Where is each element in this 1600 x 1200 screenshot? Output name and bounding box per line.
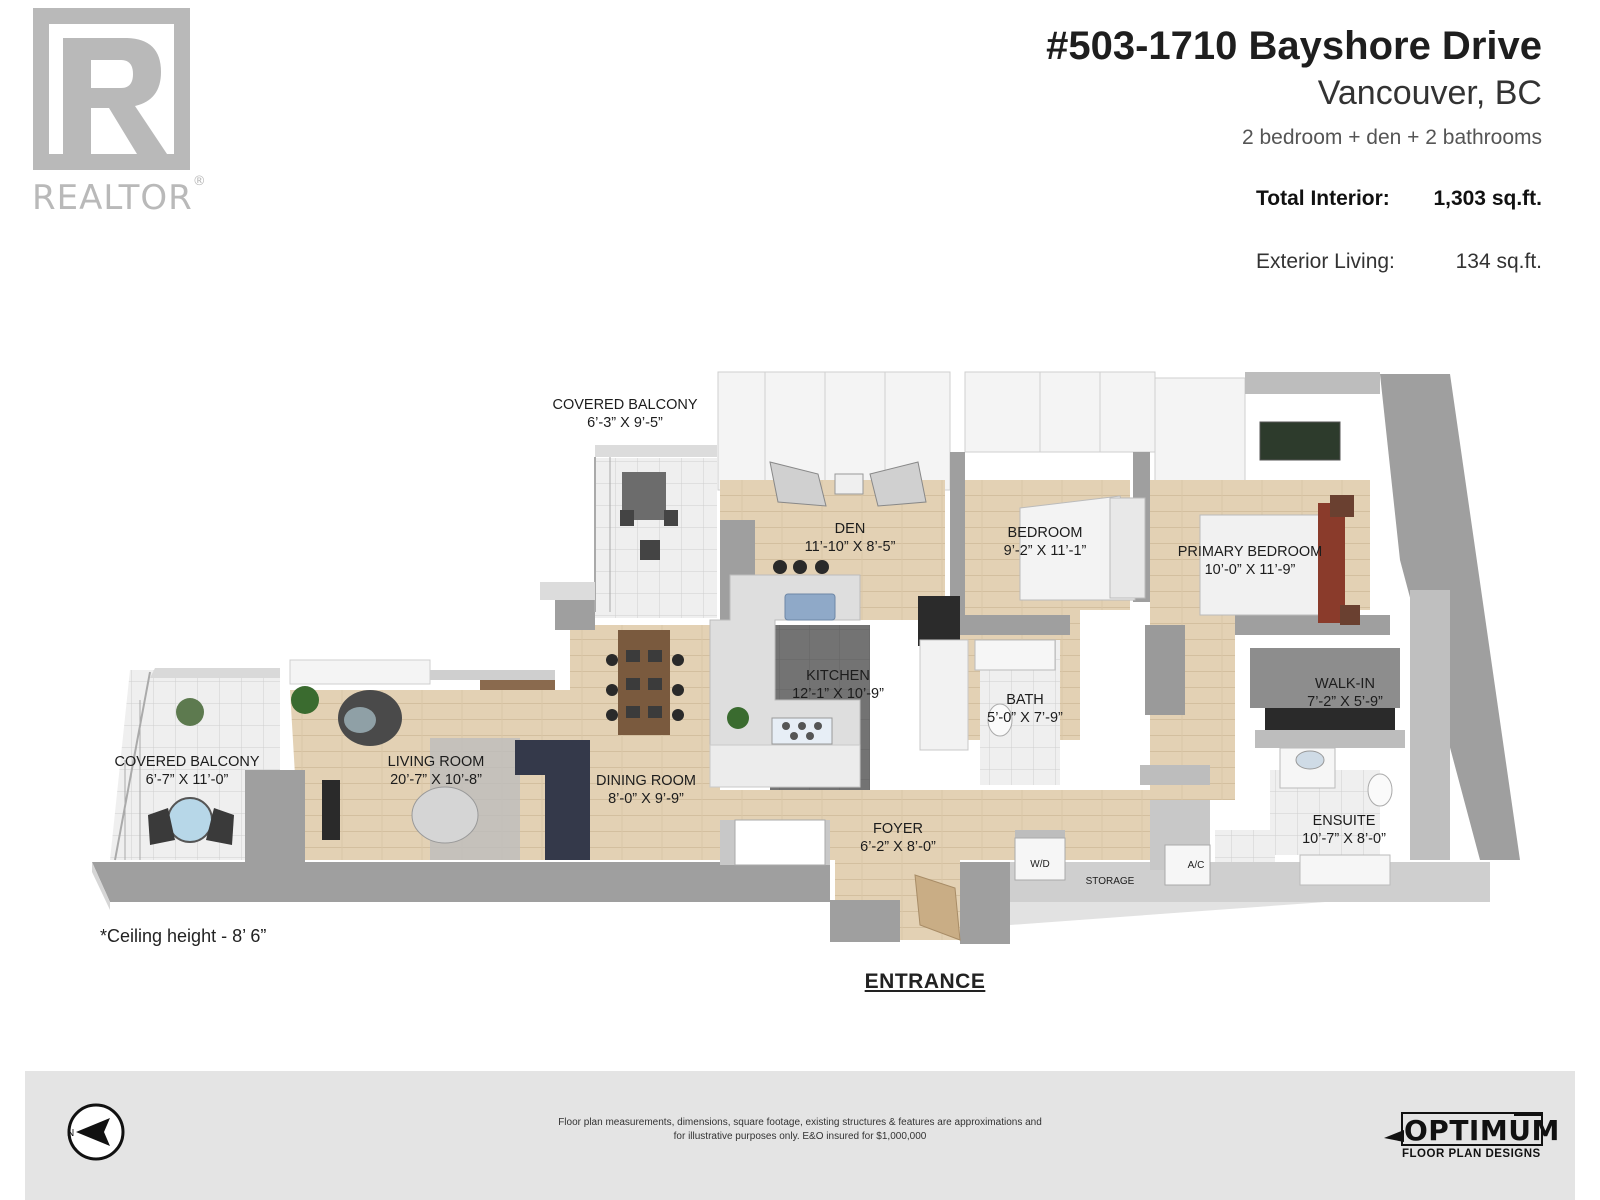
room-dims: 6’-7” X 11’-0” (145, 772, 229, 788)
room-label-den: DEN 11’-10” X 8’-5” (805, 520, 896, 556)
den-furniture (769, 461, 927, 507)
room-name: FOYER (873, 821, 923, 837)
room-dims: 10’-7” X 8’-0” (1302, 831, 1386, 847)
total-interior-label: Total Interior: (1256, 187, 1390, 210)
ceiling-height-note: *Ceiling height - 8’ 6” (100, 926, 267, 946)
washer-dryer-label: W/D (1030, 859, 1050, 870)
room-label-foyer: FOYER 6’-2” X 8’-0” (860, 820, 936, 856)
north-compass-icon: N (67, 1103, 125, 1161)
room-name: BEDROOM (1007, 525, 1083, 541)
dining-table (606, 472, 684, 735)
storage-label: STORAGE (1085, 876, 1135, 887)
exterior-living-value: 134 sq.ft. (1455, 250, 1542, 273)
room-dims: 6’-3” X 9’-5” (587, 415, 663, 431)
room-dims: 9’-2” X 11’-1” (1003, 543, 1087, 559)
property-address: #503-1710 Bayshore Drive (1046, 24, 1542, 68)
room-name: PRIMARY BEDROOM (1177, 544, 1323, 560)
room-label-bath: BATH 5’-0” X 7’-9” (987, 691, 1063, 727)
room-label-covered-balcony-north: COVERED BALCONY 6’-3” X 9’-5” (552, 396, 697, 432)
room-name: COVERED BALCONY (552, 397, 698, 413)
total-interior-value: 1,303 sq.ft. (1433, 187, 1542, 210)
utility (734, 819, 1211, 941)
room-dims: 11’-10” X 8’-5” (804, 539, 896, 555)
property-city: Vancouver, BC (1317, 74, 1542, 112)
ac-label: A/C (1187, 860, 1205, 871)
room-name: DEN (834, 521, 866, 537)
entrance-label: ENTRANCE (864, 970, 986, 993)
realtor-logo-icon (33, 8, 190, 170)
room-name: WALK-IN (1315, 676, 1375, 692)
room-name: COVERED BALCONY (114, 754, 260, 770)
room-label-ensuite: ENSUITE 10’-7” X 8’-0” (1302, 812, 1386, 848)
footer-bar (25, 1071, 1575, 1200)
room-dims: 7’-2” X 5’-9” (1307, 694, 1383, 710)
exterior-living-label: Exterior Living: (1256, 250, 1395, 273)
disclaimer-line-1: Floor plan measurements, dimensions, squ… (558, 1117, 1042, 1128)
realtor-wordmark: REALTOR® (32, 174, 207, 218)
room-label-primary-bedroom: PRIMARY BEDROOM 10’-0” X 11’-9” (1178, 543, 1323, 579)
disclaimer-line-2: for illustrative purposes only. E&O insu… (673, 1131, 927, 1142)
room-label-dining-room: DINING ROOM 8’-0” X 9’-9” (596, 772, 696, 808)
room-label-walk-in: WALK-IN 7’-2” X 5’-9” (1307, 675, 1383, 711)
disclaimer: Floor plan measurements, dimensions, squ… (520, 1116, 1080, 1144)
room-dims: 20’-7” X 10’-8” (390, 772, 482, 788)
room-dims: 5’-0” X 7’-9” (987, 710, 1063, 726)
closets (1145, 625, 1400, 730)
bath-fixtures (974, 639, 1393, 886)
room-name: DINING ROOM (596, 773, 696, 789)
room-name: KITCHEN (806, 668, 870, 684)
kitchen-counters (709, 560, 969, 788)
room-dims: 6’-2” X 8’-0” (860, 839, 936, 855)
svg-text:N: N (67, 1128, 74, 1139)
balcony-railings (114, 445, 717, 861)
balcony-furniture (148, 698, 234, 845)
room-label-living-room: LIVING ROOM 20’-7” X 10’-8” (388, 753, 485, 789)
property-summary: 2 bedroom + den + 2 bathrooms (1241, 126, 1542, 149)
room-dims: 8’-0” X 9’-9” (608, 791, 684, 807)
room-label-bedroom: BEDROOM 9’-2” X 11’-1” (1004, 524, 1087, 560)
room-name: LIVING ROOM (387, 754, 485, 770)
room-name: ENSUITE (1312, 813, 1376, 829)
room-label-covered-balcony-west: COVERED BALCONY 6’-7” X 11’-0” (114, 753, 259, 789)
brand-name: OPTIMUM (1404, 1114, 1560, 1147)
room-name: BATH (1006, 692, 1044, 708)
room-dims: 12’-1” X 10’-9” (792, 686, 884, 702)
walls (92, 372, 1520, 944)
optimum-logo-icon (1384, 1112, 1543, 1146)
brand-subtitle: FLOOR PLAN DESIGNS (1402, 1148, 1541, 1160)
bedroom-beds (1019, 421, 1360, 625)
room-dims: 10’-0” X 11’-9” (1204, 562, 1296, 578)
living-furniture (291, 670, 749, 860)
room-label-kitchen: KITCHEN 12’-1” X 10’-9” (792, 667, 884, 703)
